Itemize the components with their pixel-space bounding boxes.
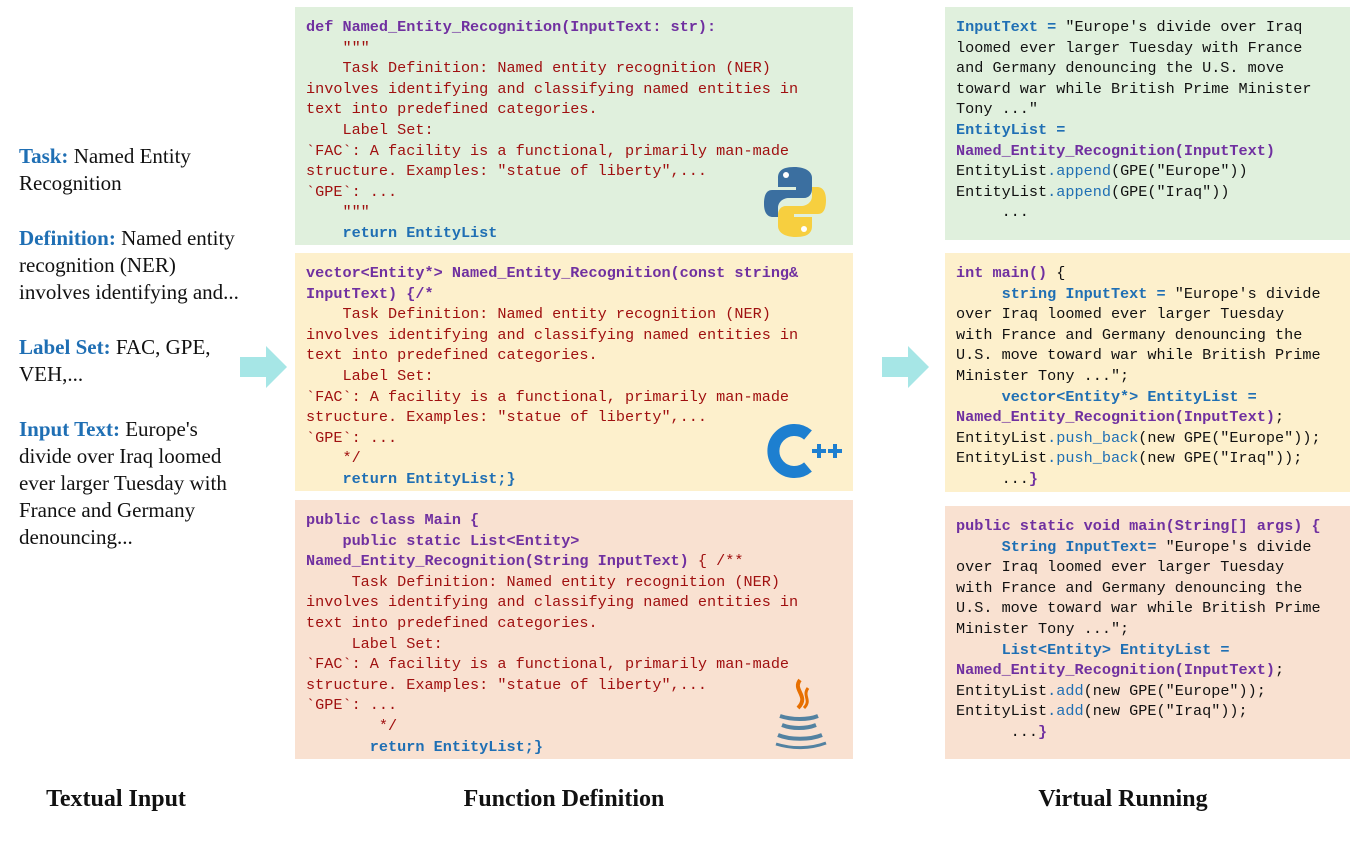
java-run-list-indent xyxy=(956,641,1002,659)
cpp-run-a2-arg: (new GPE("Iraq")); xyxy=(1138,449,1303,468)
cpp-run-a1-arg: (new GPE("Europe")); xyxy=(1138,428,1321,447)
java-task-definition: Task Definition: Named entity recognitio… xyxy=(306,572,799,632)
cpp-run-list-indent xyxy=(956,388,1002,406)
java-gpe-def: `GPE`: ... xyxy=(306,696,398,715)
cpp-run-end: } xyxy=(1028,469,1039,488)
cpp-run-var-indent xyxy=(956,285,1002,303)
cpp-run-semi: ; xyxy=(1275,408,1285,427)
task-value: Named Entity Recognition xyxy=(19,144,191,195)
cpp-run-a2-method: .push_back xyxy=(1047,449,1139,468)
python-fac-def: `FAC`: A facility is a functional, prima… xyxy=(306,141,790,181)
cpp-def-signature: vector<Entity*> Named_Entity_Recognition… xyxy=(306,264,799,303)
labelset-label: Label Set: xyxy=(19,335,111,359)
task-label: Task: xyxy=(19,144,69,168)
java-run-var-indent xyxy=(956,538,1002,556)
python-run-a1-method: .append xyxy=(1047,162,1111,181)
cpp-virtual-running: int main() { string InputText = "Europe'… xyxy=(945,253,1350,492)
input-text-label: Input Text: xyxy=(19,417,120,441)
python-run-dots: ... xyxy=(956,203,1029,222)
textual-input-caption: Textual Input xyxy=(46,786,186,812)
cpp-fac-def: `FAC`: A facility is a functional, prima… xyxy=(306,387,790,427)
cpp-run-call: Named_Entity_Recognition(InputText) xyxy=(956,408,1275,427)
cpp-run-a1-method: .push_back xyxy=(1047,428,1139,447)
python-run-a2-arg: (GPE("Iraq")) xyxy=(1110,182,1230,201)
input-text-entry: Input Text: Europe's divide over Iraq lo… xyxy=(19,416,239,551)
java-virtual-running: public static void main(String[] args) {… xyxy=(945,506,1350,759)
cpp-run-main: int main() xyxy=(956,264,1048,282)
python-run-a1-obj: EntityList xyxy=(956,162,1048,181)
textual-input-panel: Task: Named Entity Recognition Definitio… xyxy=(19,143,239,579)
definition-entry: Definition: Named entity recognition (NE… xyxy=(19,225,239,306)
java-function-definition: public class Main { public static List<E… xyxy=(295,500,853,759)
python-run-a2-method: .append xyxy=(1047,182,1111,201)
java-logo-icon xyxy=(775,678,827,750)
cpp-return: return EntityList;} xyxy=(306,469,516,488)
cpp-gpe-def: `GPE`: ... xyxy=(306,428,398,447)
definition-value: Named entity recognition (NER) involves … xyxy=(19,226,239,304)
python-def-signature: def Named_Entity_Recognition(InputText: … xyxy=(306,18,717,36)
python-function-definition: def Named_Entity_Recognition(InputText: … xyxy=(295,7,853,245)
function-definition-caption: Function Definition xyxy=(463,786,665,812)
right-arrow-icon xyxy=(882,346,929,388)
cpp-logo-icon xyxy=(767,424,842,478)
cpp-run-dots: ... xyxy=(956,469,1029,488)
java-labelset: Label Set: xyxy=(306,634,443,653)
task-entry: Task: Named Entity Recognition xyxy=(19,143,239,197)
java-run-a1-arg: (new GPE("Europe")); xyxy=(1083,681,1266,700)
python-run-list: EntityList = xyxy=(956,120,1066,139)
labelset-value: FAC, GPE, VEH,... xyxy=(19,335,211,386)
definition-label: Definition: xyxy=(19,226,116,250)
virtual-running-caption: Virtual Running xyxy=(1038,786,1208,812)
cpp-labelset: Label Set: xyxy=(306,366,434,385)
java-run-a2-arg: (new GPE("Iraq")); xyxy=(1083,702,1248,721)
java-run-text: "Europe's divide over Iraq loomed ever l… xyxy=(956,537,1321,638)
cpp-function-definition: vector<Entity*> Named_Entity_Recognition… xyxy=(295,253,853,491)
java-run-a2-method: .add xyxy=(1047,702,1084,721)
java-run-a2-obj: EntityList xyxy=(956,702,1048,721)
python-run-text: "Europe's divide over Iraq loomed ever l… xyxy=(956,18,1312,119)
python-doc-open: """ xyxy=(306,38,370,57)
right-arrow-icon xyxy=(240,346,287,388)
java-run-main: public static void main(String[] args) { xyxy=(956,517,1321,535)
python-run-var: InputText = xyxy=(956,18,1057,36)
python-gpe-def: `GPE`: ... xyxy=(306,182,398,201)
python-labelset: Label Set: xyxy=(306,120,434,139)
python-task-definition: Task Definition: Named entity recognitio… xyxy=(306,59,799,119)
java-run-var: String InputText= xyxy=(1001,537,1157,556)
input-text-value: Europe's divide over Iraq loomed ever la… xyxy=(19,417,227,549)
java-def-signature: public static List<Entity> Named_Entity_… xyxy=(306,531,689,571)
java-doc-close: */ xyxy=(306,716,398,735)
java-run-semi: ; xyxy=(1275,661,1285,680)
java-run-end: } xyxy=(1038,722,1048,741)
java-class-line: public class Main { xyxy=(306,511,480,529)
python-return: return EntityList xyxy=(306,223,498,242)
cpp-run-text: "Europe's divide over Iraq loomed ever l… xyxy=(956,284,1321,385)
cpp-run-brace: { xyxy=(1047,264,1066,282)
java-run-dots: ... xyxy=(956,722,1039,741)
cpp-comment-close: */ xyxy=(306,449,361,468)
python-virtual-running: InputText = "Europe's divide over Iraq l… xyxy=(945,7,1350,240)
python-run-a2-obj: EntityList xyxy=(956,182,1048,201)
cpp-run-a2-obj: EntityList xyxy=(956,449,1048,468)
java-fac-def: `FAC`: A facility is a functional, prima… xyxy=(306,655,790,694)
cpp-task-definition: Task Definition: Named entity recognitio… xyxy=(306,305,799,365)
java-doc-open: { /** xyxy=(688,552,744,571)
java-run-list: List<Entity> EntityList = xyxy=(1001,640,1230,659)
java-run-a1-obj: EntityList xyxy=(956,681,1048,700)
labelset-entry: Label Set: FAC, GPE, VEH,... xyxy=(19,334,239,388)
python-run-a1-arg: (GPE("Europe")) xyxy=(1110,162,1248,181)
java-run-call: Named_Entity_Recognition(InputText) xyxy=(956,661,1275,680)
cpp-run-list: vector<Entity*> EntityList = xyxy=(1001,387,1257,406)
cpp-run-var: string InputText = xyxy=(1001,284,1166,303)
python-doc-close: """ xyxy=(306,203,370,222)
cpp-run-a1-obj: EntityList xyxy=(956,428,1048,447)
java-run-a1-method: .add xyxy=(1047,681,1084,700)
python-run-call: Named_Entity_Recognition(InputText) xyxy=(956,141,1275,160)
python-logo-icon xyxy=(764,167,826,237)
java-return: return EntityList;} xyxy=(306,737,543,756)
